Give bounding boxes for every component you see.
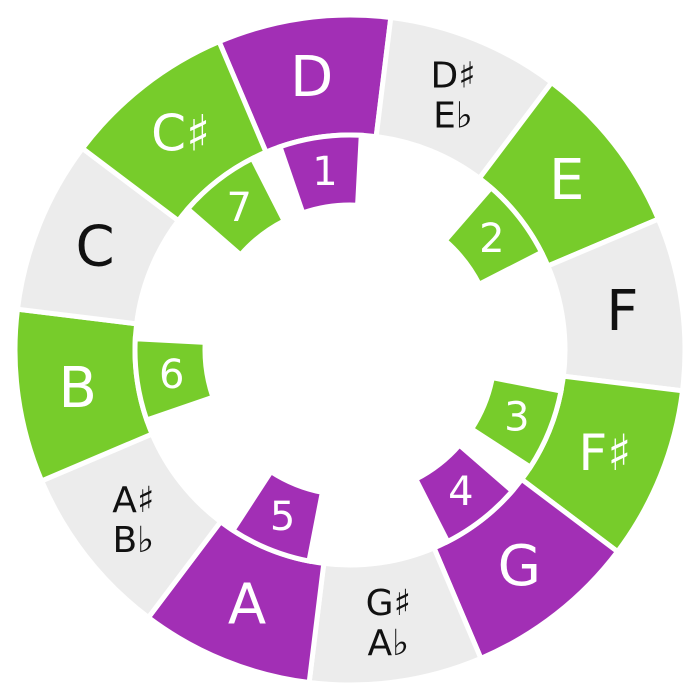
degree-sector [468, 374, 564, 471]
degree-sector [412, 441, 516, 545]
scale-degree-label: 4 [448, 469, 473, 515]
note-label: B [58, 356, 96, 421]
degree-sector [132, 336, 217, 424]
note-label: C [75, 214, 114, 279]
note-label: A [228, 572, 266, 637]
degree-sector [441, 184, 545, 288]
degree-sector [229, 468, 326, 564]
note-label: G [498, 534, 541, 599]
scale-degree-label: 3 [504, 394, 529, 440]
note-label: F [606, 279, 638, 344]
note-label-line: E♭ [433, 96, 473, 137]
scale-degree-label: 1 [312, 149, 337, 195]
note-label: F♯ [578, 424, 631, 482]
scale-degree-label: 6 [159, 352, 184, 398]
note-label-line: D♯ [430, 56, 475, 97]
note-label: D [290, 45, 333, 110]
note-label-line: B♭ [112, 520, 154, 561]
note-label-line: A♯ [112, 480, 154, 521]
note-label-line: G♯ [366, 583, 411, 624]
note-segment-a-sharp: A♯B♭ [38, 430, 225, 622]
note-segment-g: G4 [412, 441, 622, 662]
note-label: C♯ [151, 104, 210, 162]
note-label-line: A♭ [367, 623, 409, 664]
scale-degree-label: 7 [226, 185, 251, 231]
scale-degree-label: 2 [479, 216, 504, 262]
degree-sector [276, 132, 364, 217]
note-segment-c-sharp: C♯ 7 [78, 38, 288, 259]
degree-sector [184, 155, 288, 259]
scale-degree-label: 5 [270, 494, 295, 540]
note-label: E [549, 148, 584, 213]
